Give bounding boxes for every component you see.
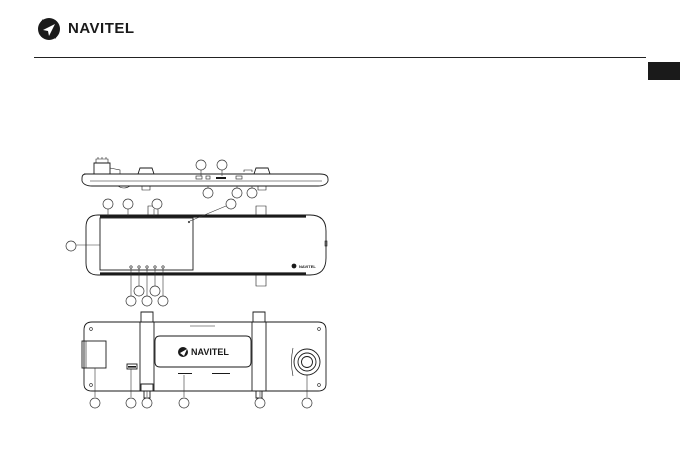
- callout-front-4: [226, 199, 236, 209]
- callout-top-1: [196, 160, 206, 170]
- callout-front-10: [158, 296, 168, 306]
- callout-front-1: [103, 199, 113, 209]
- callout-front-5: [66, 241, 76, 251]
- callout-front-2: [123, 199, 133, 209]
- callout-front-3: [152, 199, 162, 209]
- front-brand-logo: NAVITEL: [292, 264, 317, 269]
- callout-top-5: [247, 188, 257, 198]
- callout-rear-2: [126, 398, 136, 408]
- callout-front-9: [150, 286, 160, 296]
- callout-rear-1: [90, 398, 100, 408]
- callout-front-7: [134, 286, 144, 296]
- callout-top-3: [203, 188, 213, 198]
- rear-view: NAVITEL: [82, 312, 326, 408]
- callout-rear-5: [255, 398, 265, 408]
- callout-rear-4: [179, 398, 189, 408]
- front-view: NAVITEL: [66, 199, 327, 306]
- callout-top-4: [232, 188, 242, 198]
- callout-front-6: [126, 296, 136, 306]
- rear-brand-logo: NAVITEL: [178, 347, 229, 357]
- rear-brand-text: NAVITEL: [191, 347, 229, 357]
- top-view: [82, 157, 328, 198]
- callout-rear-6: [302, 398, 312, 408]
- callout-rear-3: [142, 398, 152, 408]
- callout-top-2: [217, 160, 227, 170]
- front-brand-text: NAVITEL: [299, 264, 316, 269]
- callout-front-8: [142, 296, 152, 306]
